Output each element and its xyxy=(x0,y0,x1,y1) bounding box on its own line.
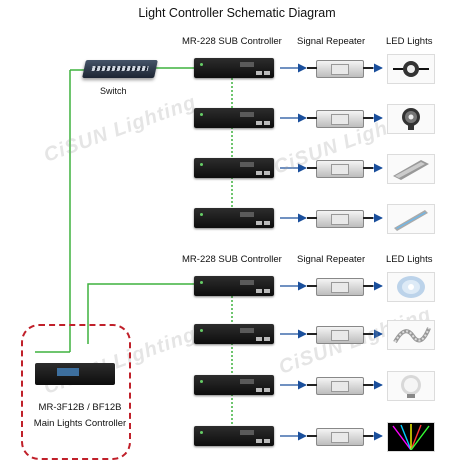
spot-light-icon xyxy=(387,54,435,84)
signal-repeater xyxy=(307,278,373,296)
signal-repeater xyxy=(307,210,373,228)
switch-label: Switch xyxy=(100,86,127,96)
signal-repeater xyxy=(307,160,373,178)
lights-header: LED Lights xyxy=(386,36,433,47)
main-controller-device xyxy=(35,363,115,385)
diagram-title: Light Controller Schematic Diagram xyxy=(138,6,336,20)
sub-controller xyxy=(194,375,274,395)
signal-repeater xyxy=(307,110,373,128)
sub-controller xyxy=(194,158,274,178)
main-controller-model: MR-3F12B / BF12B xyxy=(38,402,122,413)
linear-bar-light-icon xyxy=(387,204,435,234)
lights-header: LED Lights xyxy=(386,254,433,265)
sub-controller xyxy=(194,324,274,344)
repeater-header: Signal Repeater xyxy=(297,36,366,47)
controller-header: MR-228 SUB Controller xyxy=(182,36,282,47)
led-strip-icon xyxy=(387,320,435,350)
repeater-header: Signal Repeater xyxy=(297,254,366,265)
main-controller-highlight xyxy=(21,324,131,460)
sub-controller xyxy=(194,58,274,78)
fiber-optic-light-icon xyxy=(387,422,435,452)
sub-controller xyxy=(194,276,274,296)
wall-washer-icon xyxy=(387,154,435,184)
main-controller-name: Main Lights Controller xyxy=(33,418,127,429)
signal-repeater xyxy=(307,377,373,395)
controller-header: MR-228 SUB Controller xyxy=(182,254,282,265)
flood-light-icon xyxy=(387,104,435,134)
bulb-light-icon xyxy=(387,371,435,401)
signal-repeater xyxy=(307,60,373,78)
sub-controller xyxy=(194,208,274,228)
network-switch xyxy=(82,60,158,78)
signal-repeater xyxy=(307,326,373,344)
underwater-light-icon xyxy=(387,272,435,302)
signal-repeater xyxy=(307,428,373,446)
sub-controller xyxy=(194,108,274,128)
sub-controller xyxy=(194,426,274,446)
